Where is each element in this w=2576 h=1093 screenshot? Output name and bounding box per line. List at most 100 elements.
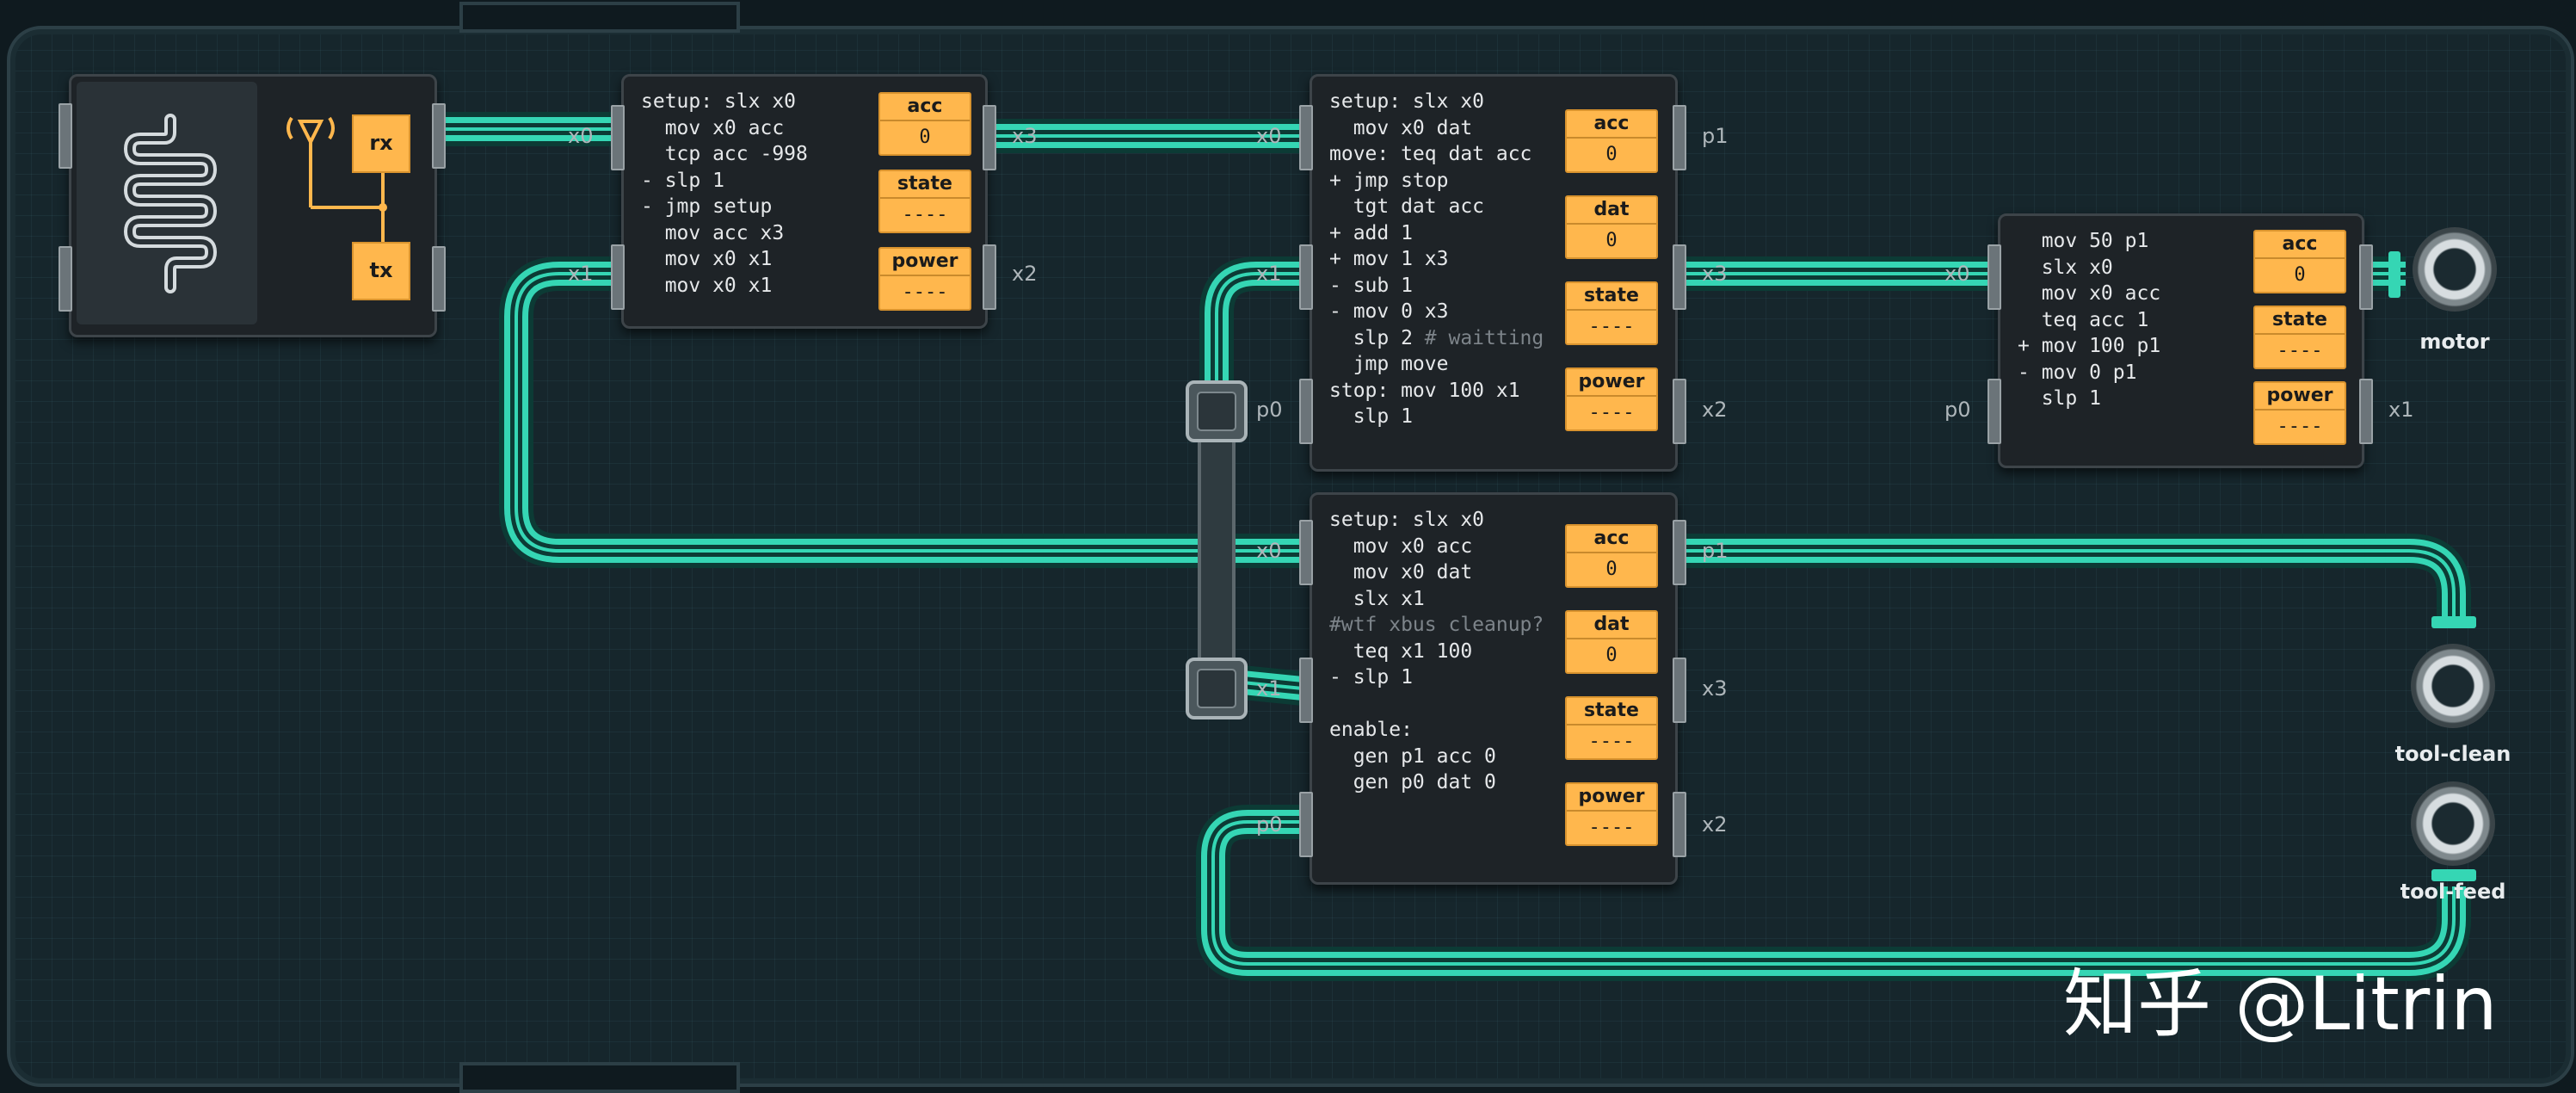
pin-label: x1 (568, 262, 594, 286)
pin-c1-x2[interactable] (983, 244, 996, 310)
register-value: ---- (1588, 731, 1635, 752)
code-comment: #wtf xbus cleanup? (1329, 614, 1544, 636)
board-notch-top (459, 2, 740, 33)
code-line: + mov 100 p1 (2018, 335, 2161, 357)
register-power: power---- (1565, 782, 1658, 846)
code-line (1329, 691, 1544, 718)
code-line: tgt dat acc (1329, 195, 1485, 218)
code-line: mov acc x3 (641, 221, 785, 244)
register-state: state---- (878, 170, 971, 233)
tool-feed-connector (2431, 869, 2476, 881)
controller-c4[interactable]: mov 50 p1 slx x0 mov x0 acc teq acc 1+ m… (1998, 213, 2364, 468)
register-name: power (1567, 784, 1656, 812)
pin-label: p1 (1702, 539, 1729, 563)
code-line: gen p1 acc 0 (1329, 744, 1496, 768)
rx-port[interactable]: rx (352, 114, 410, 173)
motor-device[interactable] (2413, 227, 2497, 312)
radio-tx-pin[interactable] (432, 246, 446, 312)
pin-c4-p0[interactable] (1987, 379, 2001, 444)
tool-clean-device[interactable] (2411, 644, 2495, 728)
pin-label: x0 (1944, 262, 1970, 286)
pin-c1-x1[interactable] (611, 244, 625, 310)
code-line: mov x0 dat (1329, 561, 1473, 584)
register-value: 0 (1605, 230, 1618, 251)
register-value: ---- (1588, 402, 1635, 423)
radio-left-pin (59, 103, 72, 169)
code-line: move: teq dat acc (1329, 143, 1532, 165)
code-line: teq acc 1 (2018, 308, 2149, 331)
code-editor[interactable]: setup: slx x0 mov x0 acc mov x0 dat slx … (1329, 507, 1544, 796)
controller-c1[interactable]: setup: slx x0 mov x0 acc tcp acc -998- s… (621, 74, 988, 329)
pin-c2-x2[interactable] (1673, 379, 1686, 444)
register-power: power---- (2253, 381, 2346, 445)
register-value: 0 (1605, 144, 1618, 165)
code-comment: # waitting (1424, 326, 1544, 349)
code-line: setup: slx x0 (641, 90, 797, 113)
pin-c2-x3[interactable] (1673, 244, 1686, 310)
code-line: + mov 1 x3 (1329, 248, 1449, 270)
register-name: acc (1567, 526, 1656, 553)
register-name: dat (1567, 612, 1656, 639)
code-line: - mov 0 x3 (1329, 300, 1449, 323)
code-line: slx x0 (2018, 256, 2113, 279)
pin-c4-x1[interactable] (2359, 379, 2373, 444)
watermark: 知乎 @Litrin (2063, 961, 2498, 1047)
code-line: gen p0 dat 0 (1329, 771, 1496, 794)
pin-c3-x3[interactable] (1673, 658, 1686, 723)
code-line: mov x0 acc (1329, 534, 1473, 558)
motor-connector (2388, 251, 2400, 298)
code-editor[interactable]: mov 50 p1 slx x0 mov x0 acc teq acc 1+ m… (2018, 228, 2160, 412)
pin-c3-x0[interactable] (1299, 520, 1313, 585)
controller-c3[interactable]: setup: slx x0 mov x0 acc mov x0 dat slx … (1310, 492, 1678, 885)
code-line: mov x0 acc (641, 116, 785, 139)
pin-c3-x1[interactable] (1299, 658, 1313, 723)
tx-port[interactable]: tx (352, 242, 410, 300)
pin-label: x3 (1012, 124, 1038, 148)
pin-c1-x0[interactable] (611, 105, 625, 170)
pin-label: p0 (1944, 398, 1971, 422)
code-line: stop: mov 100 x1 (1329, 379, 1520, 402)
pin-label: p1 (1702, 124, 1729, 148)
wire-bridge[interactable] (1186, 380, 1248, 719)
code-line: - slp 1 (641, 169, 724, 192)
pin-c2-p1[interactable] (1673, 105, 1686, 170)
motor-label: motor (2419, 330, 2490, 354)
code-line: slx x1 (1329, 587, 1425, 610)
pin-c4-x0[interactable] (1987, 244, 2001, 310)
pin-c2-x0[interactable] (1299, 105, 1313, 170)
register-value: ---- (2277, 416, 2323, 437)
antenna-coil-icon (123, 114, 218, 293)
pin-c1-x3[interactable] (983, 105, 996, 170)
radio-module[interactable]: rx tx (69, 74, 437, 337)
code-line: slp 2 # waitting (1329, 325, 1544, 352)
board-notch-bottom (459, 1062, 740, 1093)
pin-c2-p0[interactable] (1299, 379, 1313, 444)
code-line: mov x0 acc (2018, 282, 2161, 305)
code-line: - slp 1 (1329, 666, 1413, 689)
register-value: 0 (919, 127, 931, 148)
code-line: enable: (1329, 719, 1413, 741)
code-line: jmp move (1329, 353, 1449, 375)
register-value: ---- (902, 204, 948, 225)
code-line: + add 1 (1329, 221, 1413, 244)
pin-c3-p0[interactable] (1299, 792, 1313, 857)
register-name: dat (1567, 197, 1656, 225)
pin-c4-p1[interactable] (2359, 244, 2373, 310)
register-name: power (1567, 369, 1656, 397)
pin-label: p0 (1256, 398, 1283, 422)
code-line: - mov 0 p1 (2018, 361, 2137, 384)
code-line: setup: slx x0 (1329, 90, 1485, 113)
pin-c2-x1[interactable] (1299, 244, 1313, 310)
radio-left-pin-2 (59, 246, 72, 312)
pin-c3-p1[interactable] (1673, 520, 1686, 585)
pin-c3-x2[interactable] (1673, 792, 1686, 857)
radio-rx-pin[interactable] (432, 103, 446, 169)
code-editor[interactable]: setup: slx x0 mov x0 acc tcp acc -998- s… (641, 89, 808, 299)
register-value: ---- (902, 281, 948, 303)
tool-feed-device[interactable] (2411, 781, 2495, 866)
